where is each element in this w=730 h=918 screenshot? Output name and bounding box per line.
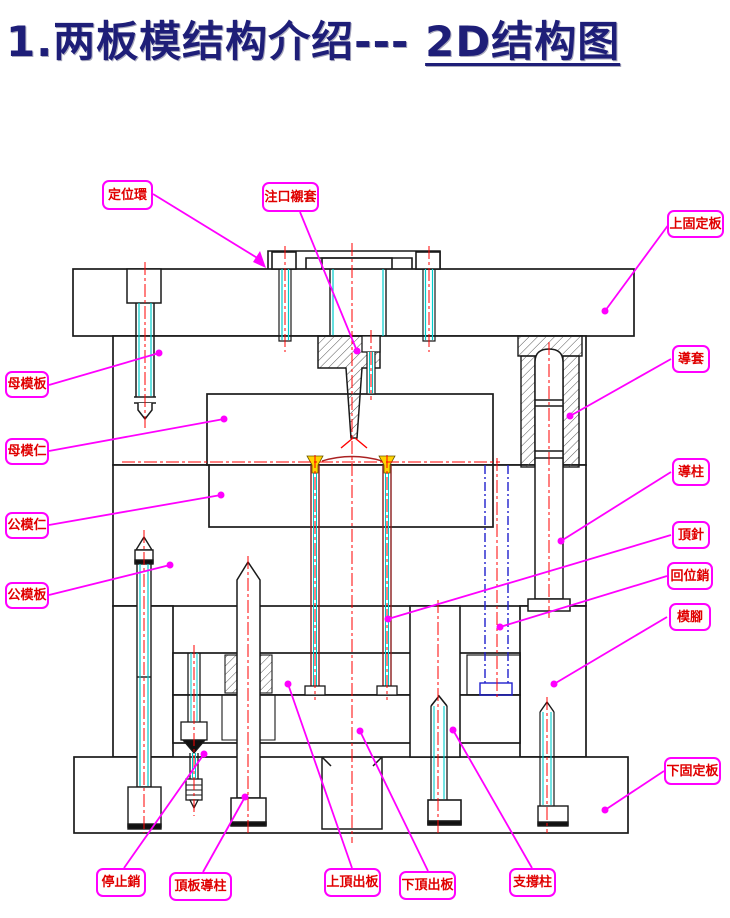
support-pillar-screw-highlight [433,706,445,799]
label-cavity-plate: 母模板 [5,371,49,398]
leader-guide-pillar [560,471,672,542]
guide-bushing-shape [517,335,583,468]
ejector-guide-pillar-shape [221,560,276,827]
leader-top-clamping-plate [604,223,670,312]
label-mold-feet: 模腳 [669,603,711,631]
label-top-clamping-plate: 上固定板 [667,210,724,238]
leader-mold-feet [553,616,668,685]
molded-part-profile [321,455,383,462]
sprue-bushing-shape [317,257,393,449]
locating-ring-shape [267,250,441,342]
leader-upper-ejector-plate [287,683,353,869]
title-main: 1.两板模结构介绍--- [6,17,410,66]
leader-ejector-guide-pillar [202,796,246,873]
leader-locating-ring [152,193,260,260]
page-title: 1.两板模结构介绍--- 2D结构图 [6,8,620,69]
label-ejector-guide-pillar: 頂板導柱 [169,872,232,901]
bottom-clamping-plate-shape [73,756,629,834]
label-guide-pillar: 導柱 [672,458,710,486]
leader-lower-ejector-plate [359,730,429,872]
label-upper-ejector-plate: 上頂出板 [324,868,381,897]
cavity-plate-screw-highlight [138,303,152,396]
label-support-pillar: 支撐柱 [509,868,556,897]
label-guide-bushing: 導套 [672,345,710,373]
leader-cavity-insert [48,418,225,452]
ring-screw-highlights [281,269,434,340]
return-pin-shape [479,465,513,696]
label-sprue-bushing: 注口襯套 [262,182,319,212]
label-core-plate: 公模板 [5,582,49,609]
mold-foot-screw-right-highlight [542,712,552,805]
lower-ejector-plate-shape [172,694,521,744]
mold-foot-screw-right [537,700,569,827]
label-ejector-pin: 頂針 [672,521,710,549]
mold-foot-bolt-left-highlight [139,564,149,786]
leader-sprue-bushing [299,211,358,352]
label-lower-ejector-plate: 下頂出板 [399,871,456,900]
leader-stop-pin [123,753,205,869]
leader-endpoints [155,251,609,814]
cavity-plate-screw [126,268,162,421]
leader-guide-bushing [569,358,672,417]
label-return-pin: 回位銷 [667,562,713,590]
leader-return-pin [499,575,668,628]
leader-bottom-clamping-plate [604,770,665,811]
leader-arrow-locating-ring [253,251,266,268]
leader-core-insert [48,494,222,526]
leader-cavity-plate [48,352,160,386]
title-underlined: 2D结构图 [425,17,621,66]
label-stop-pin: 停止銷 [96,868,146,897]
leader-ejector-pin [387,534,672,620]
centerlines [122,243,550,843]
leader-lines [48,193,672,873]
core-insert-shape [208,464,494,528]
leader-core-plate [48,564,171,596]
knockout-hole [321,756,383,830]
leader-support-pillar [452,729,533,869]
ejector-pins-shape [304,465,398,696]
label-cavity-insert: 母模仁 [5,438,49,465]
label-locating-ring: 定位環 [102,180,153,210]
label-bottom-clamping-plate: 下固定板 [664,757,721,785]
label-core-insert: 公模仁 [5,512,49,539]
